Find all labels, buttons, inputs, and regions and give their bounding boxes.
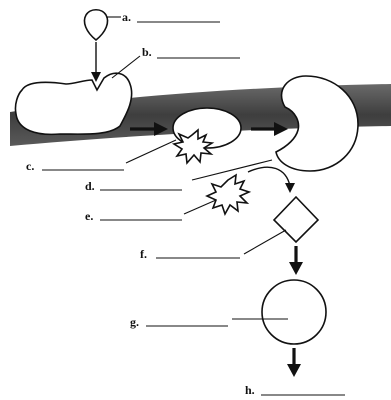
label-g: g. [130,315,139,329]
diamond-shape [274,197,318,242]
starburst-shape [207,175,249,214]
label-e-leader [184,200,216,214]
arrow-head [289,262,303,275]
label-h: h. [245,383,255,397]
label-a: a. [122,10,131,24]
label-c-leader [126,140,176,163]
label-e: e. [85,209,93,223]
starburst-shape [174,130,212,163]
arrow-head [285,183,295,193]
label-c: c. [26,159,34,173]
label-d: d. [85,179,95,193]
receptor-shape [15,73,131,134]
ligand-shape [84,10,107,40]
arrow-head [287,364,301,377]
arrow-icon [248,167,290,186]
circle-shape [262,280,326,344]
label-f: f. [140,247,147,261]
label-b: b. [142,45,152,59]
label-b-leader [112,56,140,78]
label-f-leader [244,230,286,254]
